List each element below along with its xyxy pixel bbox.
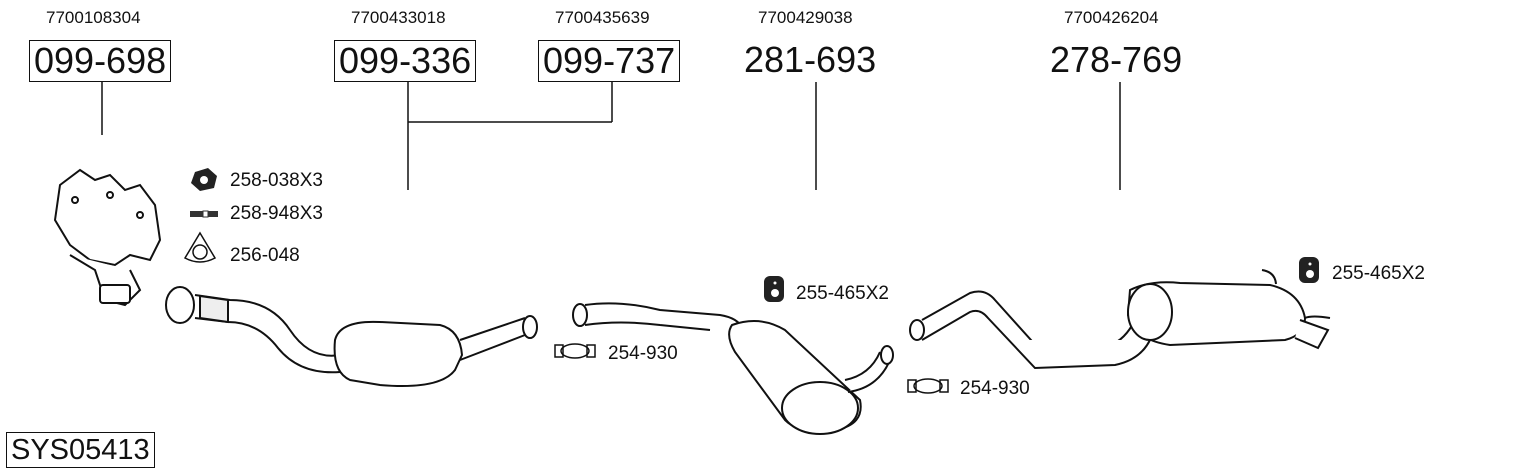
accessory-label[interactable]: 255-465X2	[1332, 263, 1425, 284]
accessory-label[interactable]: 254-930	[960, 378, 1030, 399]
clamp-icon	[907, 378, 949, 394]
clamp-icon	[554, 343, 596, 359]
part-number-link[interactable]: 278-769	[1050, 39, 1183, 80]
exhaust-manifold-drawing	[53, 168, 162, 307]
middle-silencer-drawing	[572, 302, 894, 435]
part-number-link[interactable]: 281-693	[744, 39, 877, 80]
part-number-link[interactable]: 099-336	[334, 40, 477, 82]
accessory-label[interactable]: 258-948X3	[230, 203, 323, 224]
accessory-label[interactable]: 258-038X3	[230, 170, 323, 191]
system-id: SYS05413	[6, 432, 155, 468]
oem-number: 7700435639	[555, 8, 650, 27]
accessory-label[interactable]: 254-930	[608, 343, 678, 364]
gasket-icon	[183, 231, 217, 263]
nut-icon	[191, 168, 217, 191]
stud-bolt-icon	[190, 210, 218, 218]
rubber-hanger-icon	[764, 276, 784, 302]
part-number-link[interactable]: 099-737	[538, 40, 681, 82]
accessory-label[interactable]: 255-465X2	[796, 283, 889, 304]
rubber-hanger-icon	[1299, 257, 1319, 283]
accessory-label[interactable]: 256-048	[230, 245, 300, 266]
front-pipe-catalyst-drawing	[165, 286, 538, 387]
oem-number: 7700108304	[46, 8, 141, 27]
part-number-link[interactable]: 099-698	[29, 40, 172, 82]
oem-number: 7700426204	[1064, 8, 1159, 27]
oem-number: 7700429038	[758, 8, 853, 27]
rear-silencer-drawing	[909, 269, 1331, 370]
oem-number: 7700433018	[351, 8, 446, 27]
